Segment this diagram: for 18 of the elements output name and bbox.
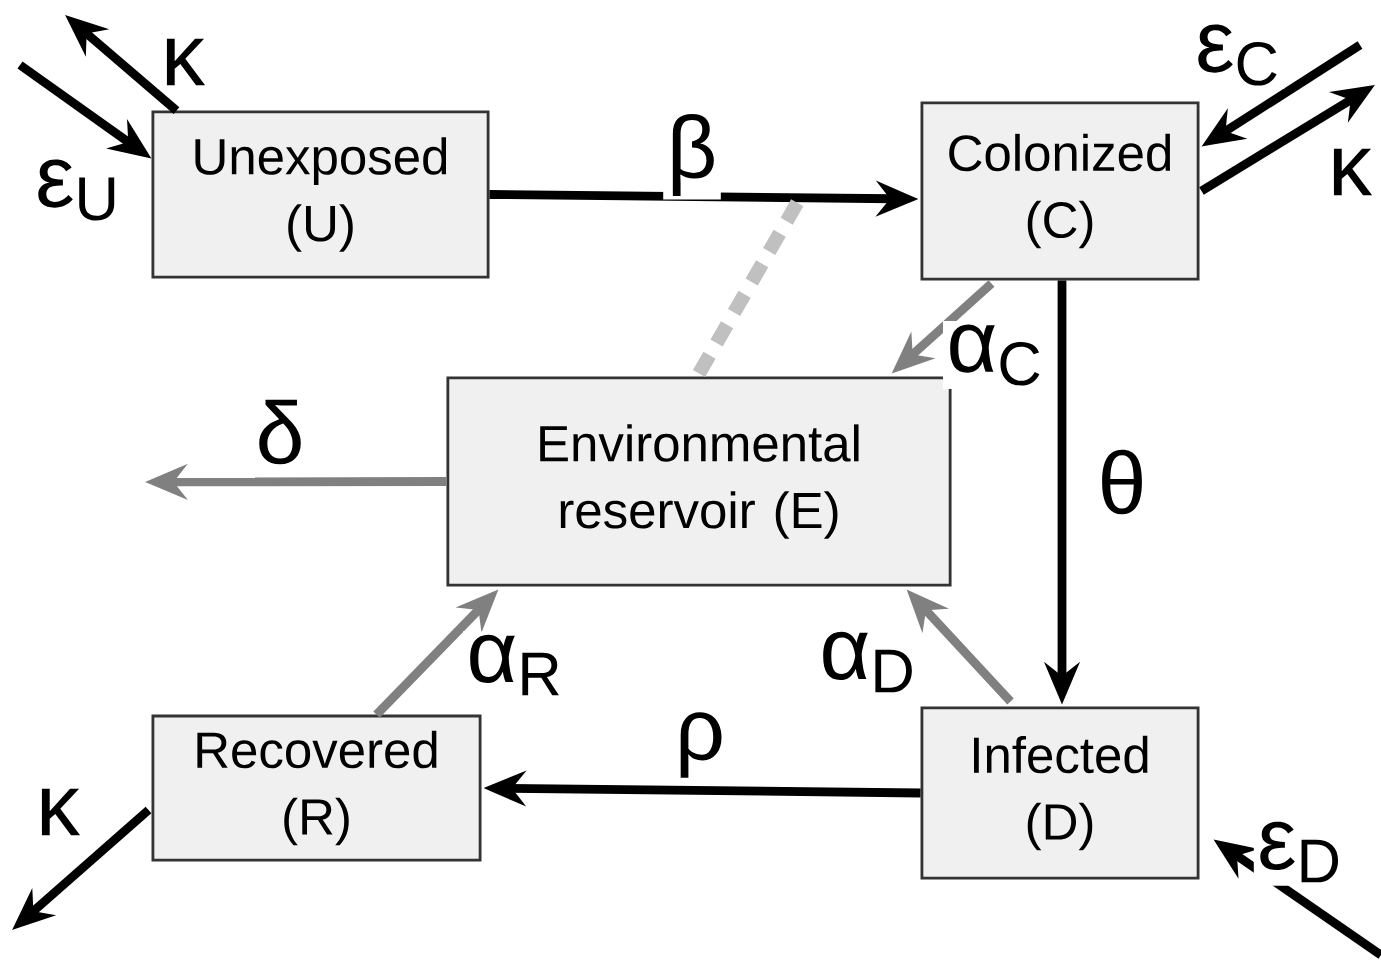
state-box: Infected (D)	[920, 706, 1200, 880]
rate-label: α$_{C}$	[943, 321, 1048, 390]
rate-label: ρ	[671, 708, 729, 782]
rate-label: β	[663, 110, 721, 200]
rate-label: ε$_{U}$	[31, 155, 125, 225]
rate-label: κ	[32, 785, 84, 839]
state-box: Colonized (C)	[920, 101, 1200, 281]
rate-label: α$_{D}$	[816, 628, 921, 696]
rate-label: θ	[1094, 446, 1150, 518]
rate-label: ε$_{D}$	[1253, 818, 1347, 886]
rate-label: δ	[252, 396, 308, 468]
state-box: Recovered (R)	[151, 714, 482, 862]
rate-label: κ	[157, 35, 209, 89]
state-box: Unexposed (U)	[151, 110, 490, 279]
rate-label: ε$_{C}$	[1191, 20, 1285, 90]
state-box: Environmental reservoir (E)	[446, 376, 952, 587]
rate-label: α$_{R}$	[462, 631, 568, 699]
rate-label: κ	[1324, 145, 1376, 199]
